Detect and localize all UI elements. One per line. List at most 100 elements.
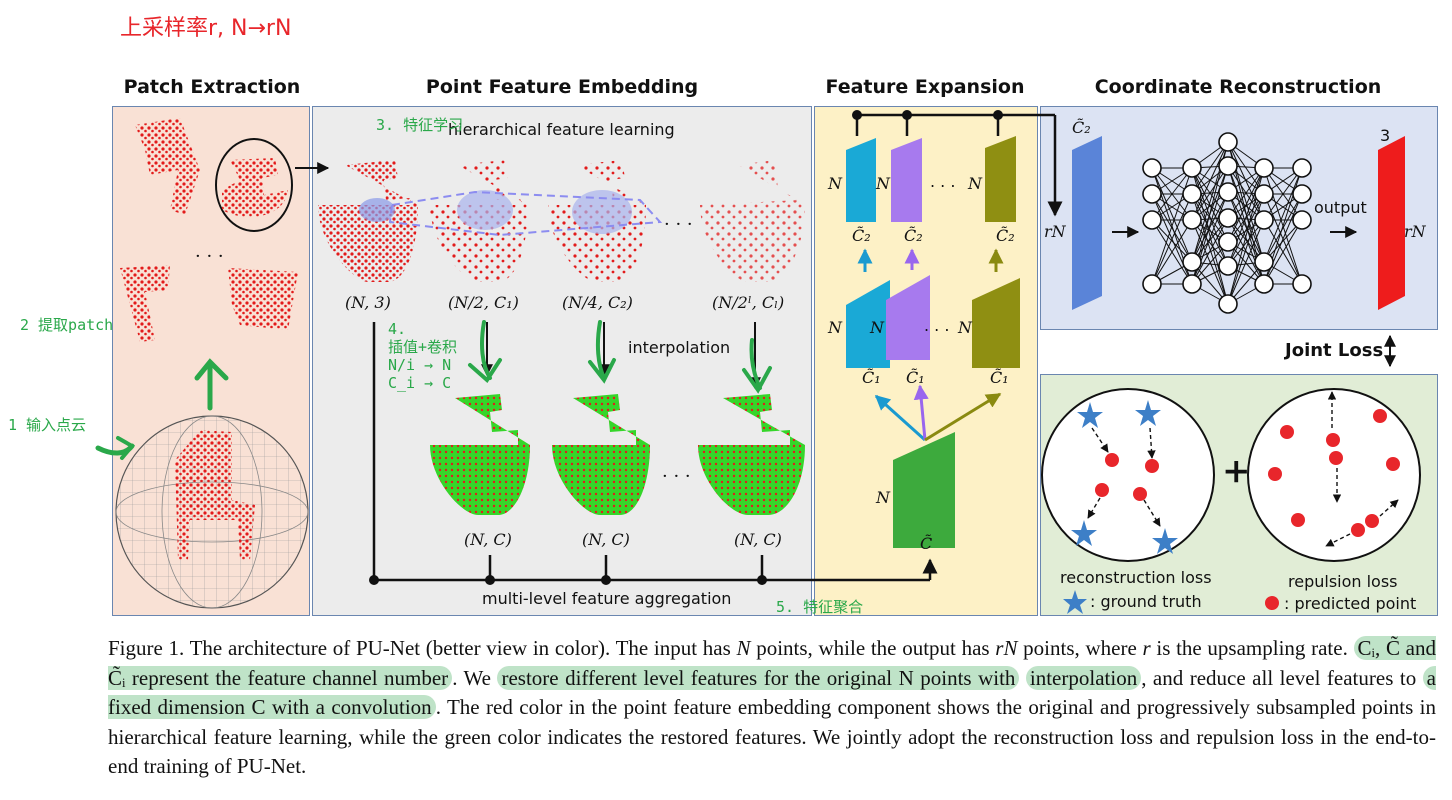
green-bowl-2	[552, 394, 650, 515]
upsampling-note: 上采样率r, N→rN	[120, 16, 292, 41]
title-point-feature-embedding: Point Feature Embedding	[425, 76, 699, 98]
caption-text-1: Figure 1. The architecture of PU-Net (be…	[108, 636, 737, 660]
legend-star-icon	[1063, 590, 1087, 614]
feature-block-1a	[846, 280, 890, 368]
caption-text-4: is the upsampling rate.	[1150, 636, 1354, 660]
predicted-points-repulsion	[1268, 409, 1400, 537]
multi-level-label: multi-level feature aggregation	[482, 589, 732, 608]
exp-n-4: N	[828, 318, 842, 337]
mlp-neuron	[1182, 184, 1202, 204]
grouping-dashes	[388, 190, 663, 237]
annotation-step-1: 1 输入点云	[8, 416, 87, 434]
ground-truth-label: : ground truth	[1090, 592, 1202, 611]
predicted-point-label: : predicted point	[1284, 594, 1417, 613]
rep-label-l: (N/2ˡ, Cₗ)	[712, 293, 785, 312]
caption-var-rn: rN	[995, 636, 1018, 660]
exp-dots-mid: . . .	[924, 316, 950, 335]
annotation-step-2: 2 提取patch	[20, 316, 114, 334]
nc-label-3: (N, C)	[734, 530, 782, 549]
caption-text-5: . We	[452, 665, 498, 690]
mlp-neuron	[1142, 274, 1162, 294]
hier-label: hierarchical feature learning	[448, 120, 675, 139]
caption-highlight-3: interpolation	[1025, 665, 1142, 690]
coord-c2: C̃₂	[1072, 118, 1091, 137]
bowl-level-1	[430, 160, 528, 282]
bowl-level-2	[548, 160, 646, 282]
bowl-level-0	[318, 160, 418, 282]
input-point-cloud-sphere	[115, 415, 309, 609]
mlp-neuron	[1254, 158, 1274, 178]
mlp-neuron	[1182, 210, 1202, 230]
exp-n-7: N	[876, 488, 890, 507]
nc-label-1: (N, C)	[464, 530, 512, 549]
output-label: output	[1314, 198, 1367, 217]
feature-block-1c	[972, 278, 1020, 368]
patch-chair-2	[120, 265, 170, 342]
coord-three: 3	[1380, 126, 1391, 145]
rep-label-2: (N/4, C₂)	[562, 293, 633, 312]
patch-bowl-small	[222, 158, 288, 218]
mlp-neuron	[1182, 252, 1202, 272]
exp-dots-top: . . .	[930, 172, 956, 191]
annotation-step-4: 4. 插值+卷积 N/i → N C_i → C	[388, 320, 458, 392]
feature-block-2c	[985, 136, 1016, 222]
title-feature-expansion: Feature Expansion	[825, 76, 1025, 98]
input-feature-block	[1072, 136, 1102, 310]
green-bowl-3	[698, 394, 805, 515]
mlp-neuron	[1218, 208, 1238, 228]
exp-c1-3: C̃₁	[990, 368, 1009, 387]
svg-text:+: +	[1222, 451, 1251, 491]
exp-c2-1: C̃₂	[852, 226, 871, 245]
green-bowl-1	[430, 394, 530, 515]
mlp-neuron	[1254, 274, 1274, 294]
mlp-neuron	[1182, 274, 1202, 294]
annotation-step-5: 5. 特征聚合	[776, 598, 864, 616]
caption-text-6: , and reduce all level features to	[1141, 665, 1423, 690]
mlp-neuron	[1254, 184, 1274, 204]
mlp-network	[1142, 132, 1312, 314]
exp-n-1: N	[828, 174, 842, 193]
coord-rn-out: rN	[1404, 222, 1426, 241]
mlp-neuron	[1218, 256, 1238, 276]
mlp-neuron	[1142, 184, 1162, 204]
exp-c2-3: C̃₂	[996, 226, 1015, 245]
coordinate-reconstruction-panel	[1040, 106, 1438, 330]
caption-text-7: . The red color in the point feature emb…	[108, 695, 1436, 778]
feature-block-1b	[886, 275, 930, 360]
patch-chair-3	[228, 268, 298, 330]
patch-dots: · · ·	[195, 246, 224, 267]
exp-n-6: N	[958, 318, 972, 337]
exp-c1-1: C̃₁	[862, 368, 881, 387]
mlp-neuron	[1292, 158, 1312, 178]
caption-var-r: r	[1142, 636, 1151, 660]
repulsion-loss-label: repulsion loss	[1288, 572, 1398, 591]
svg-text:· · ·: · · ·	[662, 466, 691, 487]
bowl-level-l	[700, 160, 805, 282]
coord-rn-in: rN	[1044, 222, 1066, 241]
mlp-neuron	[1254, 210, 1274, 230]
mlp-neuron	[1292, 184, 1312, 204]
feature-block-2b	[891, 138, 922, 222]
exp-n-5: N	[870, 318, 884, 337]
caption-text-2: points, while the output has	[750, 636, 996, 660]
joint-loss-label: Joint Loss	[1285, 340, 1384, 361]
mlp-neuron	[1292, 274, 1312, 294]
title-patch-extraction: Patch Extraction	[123, 76, 301, 98]
caption-text-3: points, where	[1017, 636, 1143, 660]
output-coordinates-block	[1378, 136, 1405, 310]
feature-block-2a	[846, 138, 876, 222]
mlp-neuron	[1292, 210, 1312, 230]
mlp-neuron	[1218, 232, 1238, 252]
ground-truth-stars	[1071, 400, 1178, 554]
exp-c: C̃	[920, 534, 933, 553]
exp-n-3: N	[968, 174, 982, 193]
exp-n-2: N	[876, 174, 890, 193]
patch-chair-1	[135, 118, 200, 215]
mlp-neuron	[1218, 156, 1238, 176]
reconstruction-loss-label: reconstruction loss	[1060, 568, 1212, 587]
rep-label-0: (N, 3)	[345, 293, 391, 312]
svg-text:· · ·: · · ·	[664, 214, 693, 235]
exp-c2-2: C̃₂	[904, 226, 923, 245]
mlp-neuron	[1218, 132, 1238, 152]
title-coordinate-reconstruction: Coordinate Reconstruction	[1094, 76, 1382, 98]
